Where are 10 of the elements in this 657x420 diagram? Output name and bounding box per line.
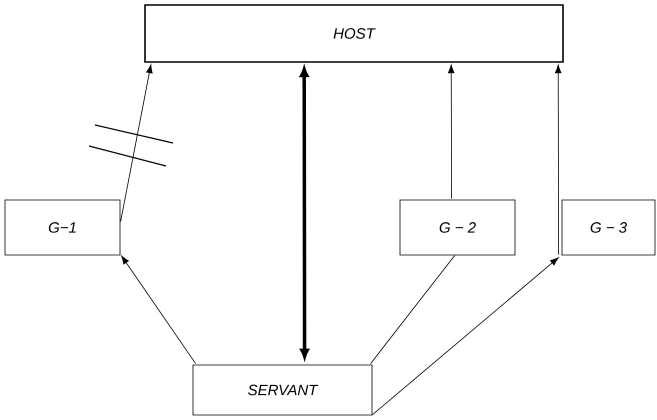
process-box: HOST xyxy=(144,4,564,63)
process-box: SERVANT xyxy=(192,364,372,416)
process-box: G − 2 xyxy=(400,200,516,256)
arrow xyxy=(120,64,153,222)
process-box: G−1 xyxy=(4,200,120,256)
process-box: G − 3 xyxy=(562,200,656,256)
arrow xyxy=(448,64,454,199)
arrow xyxy=(555,64,562,255)
arrow xyxy=(372,257,559,415)
arrow xyxy=(121,256,196,364)
